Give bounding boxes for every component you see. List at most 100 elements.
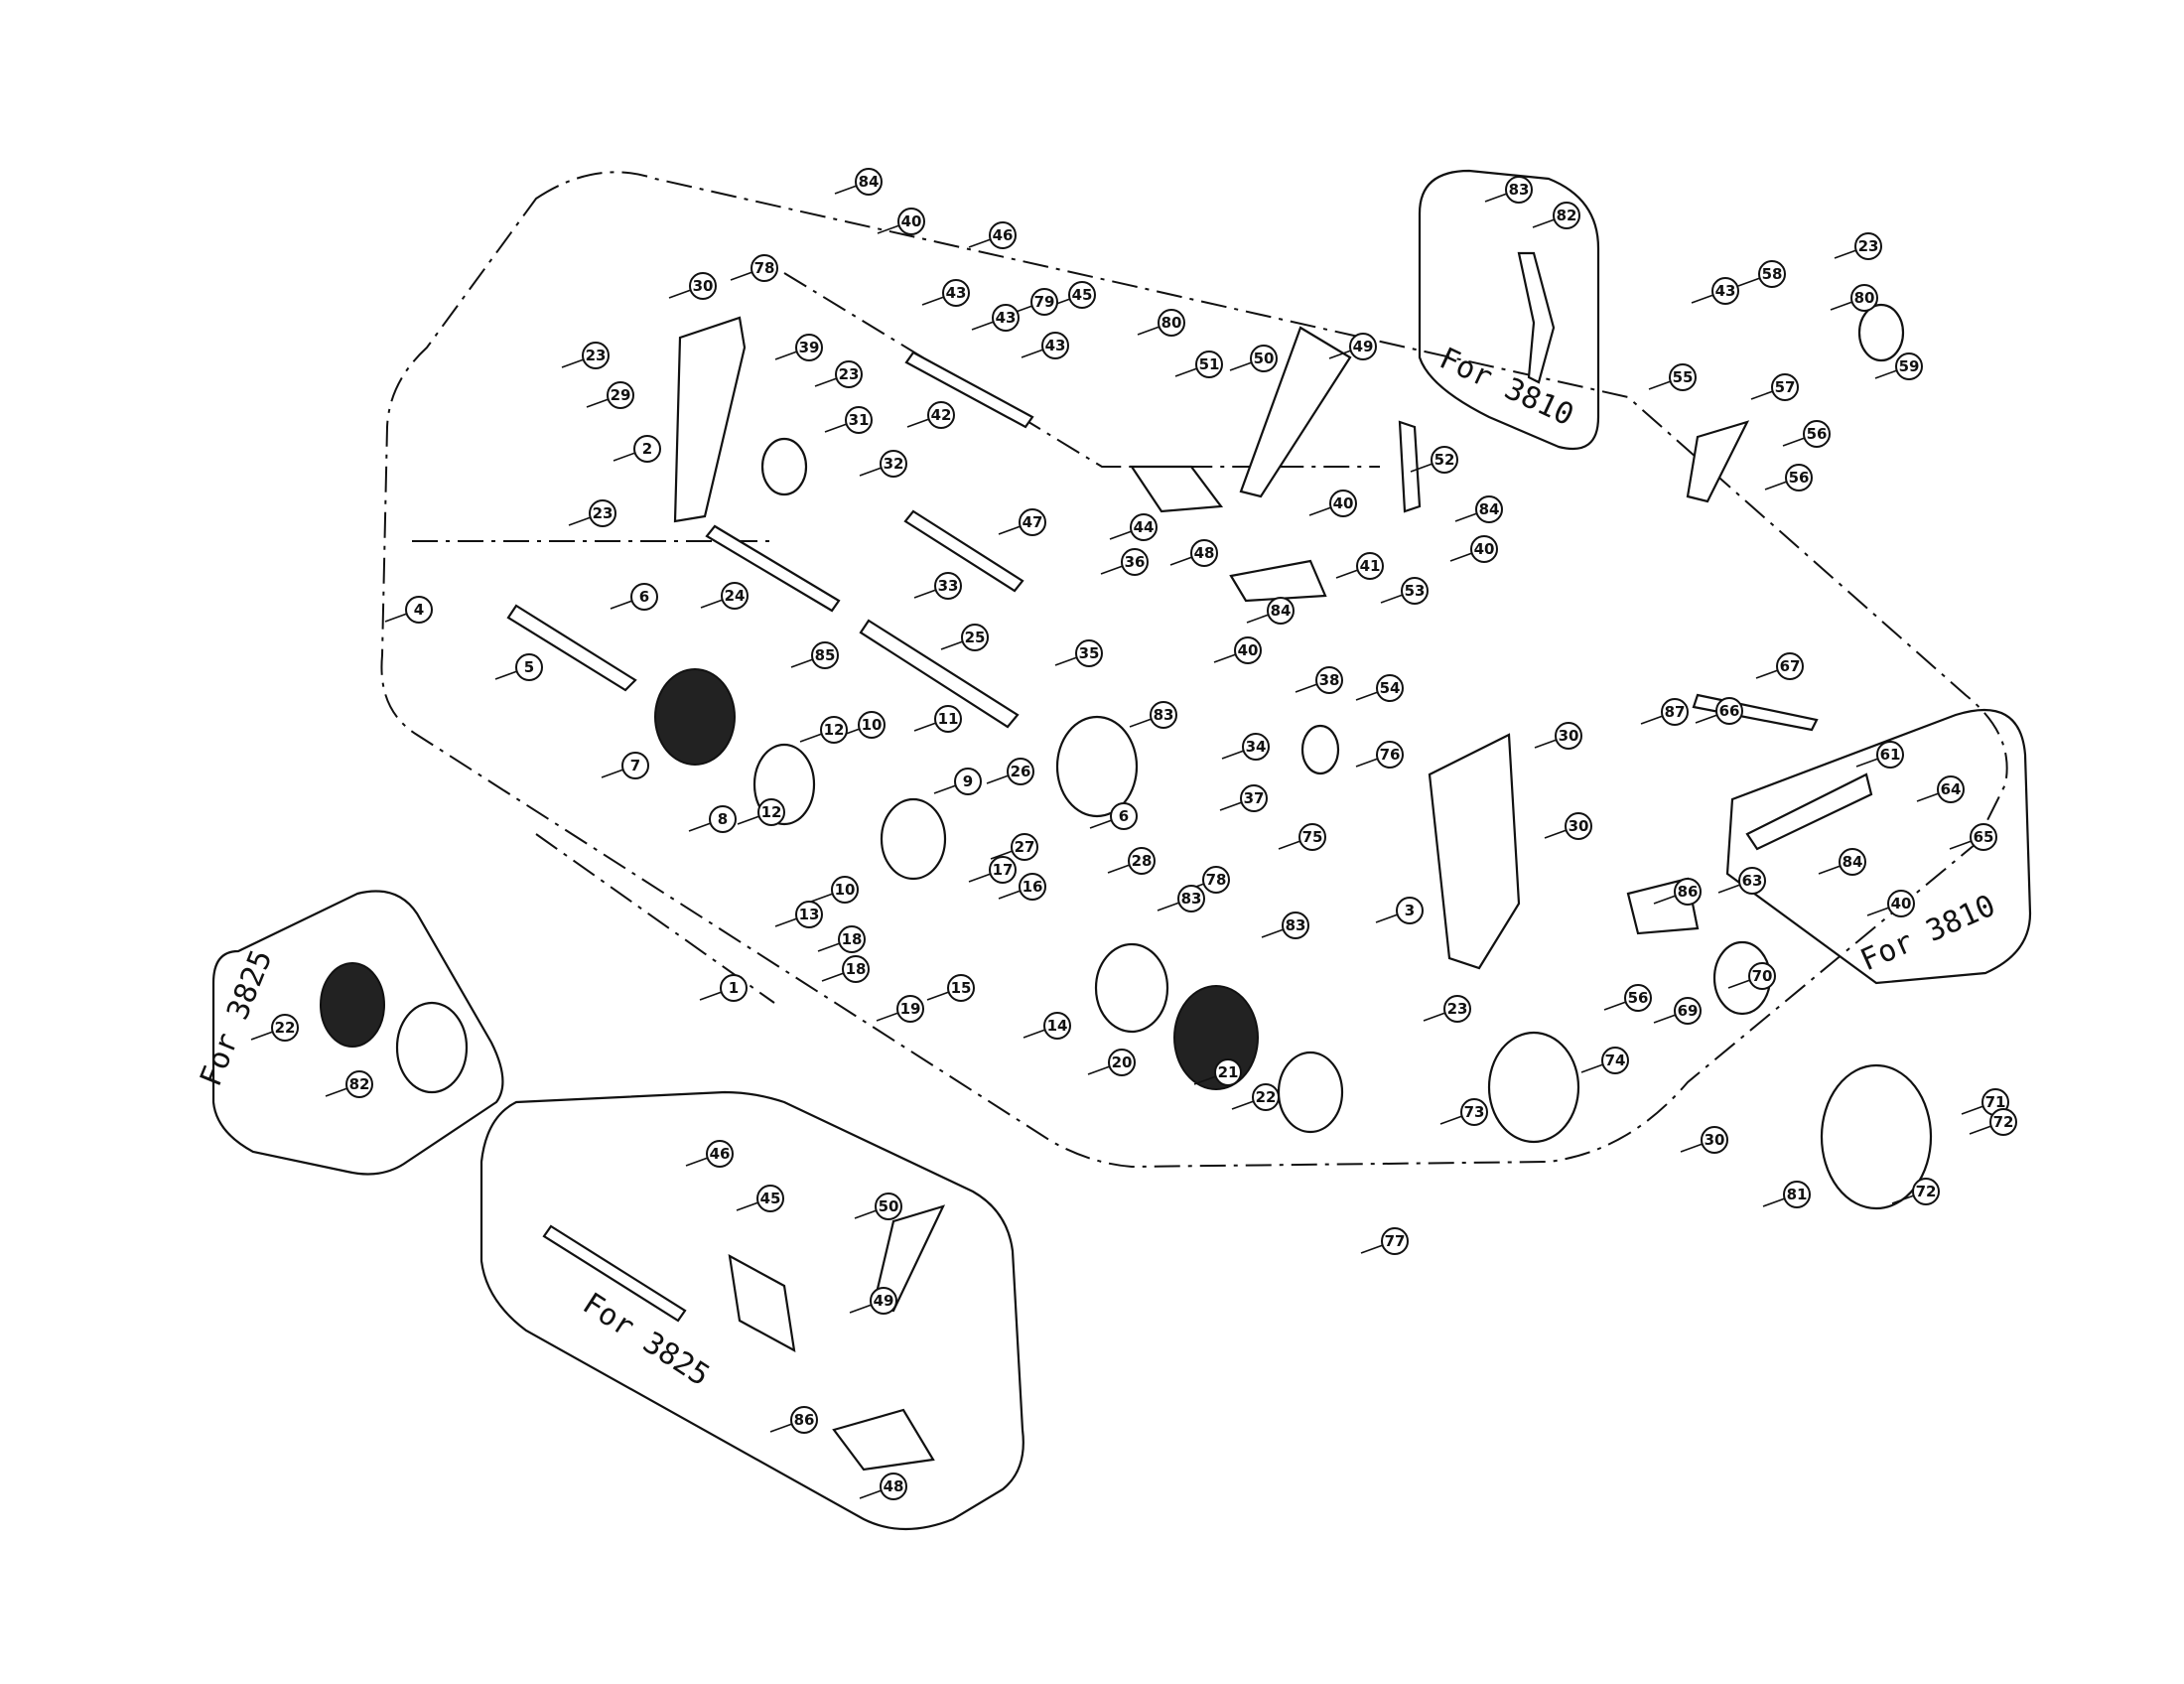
callout-leader: [1874, 369, 1898, 379]
callout-leader: [1231, 1100, 1255, 1110]
callout-bubble: [1674, 878, 1702, 906]
callout-number: 71: [1985, 1093, 2006, 1111]
part-callout: 21: [1214, 1058, 1242, 1086]
callout-leader: [1193, 1075, 1217, 1085]
part-callout: 43: [942, 279, 970, 307]
callout-bubble: [1715, 697, 1743, 725]
callout-bubble: [961, 624, 989, 651]
part-callout: 40: [897, 208, 925, 235]
callout-number: 66: [1719, 702, 1740, 720]
callout-leader: [1691, 294, 1714, 304]
part-callout: 83: [1505, 176, 1533, 204]
part-callout: 77: [1381, 1227, 1409, 1255]
callout-bubble: [756, 1185, 784, 1212]
part-callout: 40: [1329, 490, 1357, 517]
callout-bubble: [1250, 345, 1278, 372]
callout-leader: [1328, 350, 1352, 359]
callout-leader: [1023, 1029, 1046, 1039]
callout-bubble: [1505, 176, 1533, 204]
callout-number: 78: [754, 259, 775, 277]
callout-bubble: [720, 974, 748, 1002]
callout-number: 81: [1787, 1186, 1808, 1203]
callout-leader: [1648, 380, 1672, 390]
callout-bubble: [1214, 1058, 1242, 1086]
callout-number: 74: [1605, 1052, 1626, 1069]
bracket: [1229, 559, 1327, 603]
callout-bubble: [1460, 1098, 1488, 1126]
callout-leader: [601, 769, 624, 778]
inset-outline-left: [211, 890, 504, 1176]
right-side-frame: [1428, 733, 1521, 970]
part-callout: 23: [589, 499, 616, 527]
part-callout: 61: [1876, 741, 1904, 769]
callout-leader: [1762, 1197, 1786, 1207]
callout-number: 87: [1665, 703, 1686, 721]
callout-bubble: [1396, 897, 1424, 924]
inset-label-right: For 3810: [1855, 889, 2000, 979]
callout-leader: [1089, 819, 1113, 829]
callout-number: 12: [824, 721, 845, 739]
callout-bubble: [1475, 495, 1503, 523]
callout-bubble: [1240, 784, 1268, 812]
callout-number: 30: [1569, 817, 1589, 835]
callout-leader: [971, 321, 995, 331]
part-callout: 1: [720, 974, 748, 1002]
part-callout: 70: [1748, 962, 1776, 990]
part-callout: 6: [1110, 802, 1138, 830]
part-callout: 47: [1019, 508, 1046, 536]
part-callout: 16: [1019, 873, 1046, 901]
callout-bubble: [1401, 577, 1429, 605]
callout-leader: [854, 1209, 878, 1219]
callout-leader: [906, 418, 930, 428]
callout-number: 10: [862, 716, 883, 734]
callout-leader: [1640, 715, 1664, 725]
callout-bubble: [1075, 639, 1103, 667]
callout-bubble: [835, 360, 863, 388]
part-callout: 80: [1850, 284, 1878, 312]
part-callout: 31: [845, 406, 873, 434]
bracket: [1686, 420, 1750, 503]
callout-number: 83: [1509, 181, 1530, 199]
part-callout: 45: [1068, 281, 1096, 309]
part-callout: 81: [1783, 1181, 1811, 1208]
callout-number: 63: [1742, 872, 1763, 890]
callout-bubble: [1177, 885, 1205, 912]
callout-leader: [1961, 1105, 1984, 1115]
part-callout: 23: [1443, 995, 1471, 1023]
callout-number: 40: [901, 212, 922, 230]
callout-leader: [1380, 594, 1404, 604]
callout-leader: [1949, 840, 1973, 850]
callout-bubble: [880, 450, 907, 478]
part-callout: 2: [633, 435, 661, 463]
callout-bubble: [934, 572, 962, 600]
part-callout: 42: [927, 401, 955, 429]
callout-bubble: [1443, 995, 1471, 1023]
part-callout: 64: [1937, 775, 1965, 803]
gear: [880, 797, 947, 881]
callout-bubble: [942, 279, 970, 307]
callout-bubble: [1565, 812, 1592, 840]
callout-bubble: [1030, 288, 1058, 316]
part-callout: 51: [1195, 351, 1223, 378]
inset-outline-right: [1725, 708, 2032, 985]
part-callout: 26: [1007, 758, 1034, 785]
callout-number: 2: [642, 440, 652, 458]
part-callout: 23: [835, 360, 863, 388]
callout-number: 3: [1405, 902, 1415, 919]
part-callout: 18: [838, 925, 866, 953]
lever: [1398, 420, 1422, 513]
callout-bubble: [1376, 674, 1404, 702]
callout-number: 84: [859, 173, 880, 191]
part-callout: 65: [1970, 823, 1997, 851]
callout-leader: [1261, 928, 1285, 938]
part-callout: 23: [1854, 232, 1882, 260]
callout-number: 77: [1385, 1232, 1406, 1250]
part-callout: 78: [1202, 866, 1230, 894]
callout-number: 75: [1302, 828, 1323, 846]
callout-leader: [494, 670, 518, 680]
part-callout: 56: [1803, 420, 1831, 448]
part-callout: 30: [689, 272, 717, 300]
part-callout: 6: [630, 583, 658, 611]
callout-leader: [610, 600, 633, 610]
gear: [320, 962, 385, 1048]
